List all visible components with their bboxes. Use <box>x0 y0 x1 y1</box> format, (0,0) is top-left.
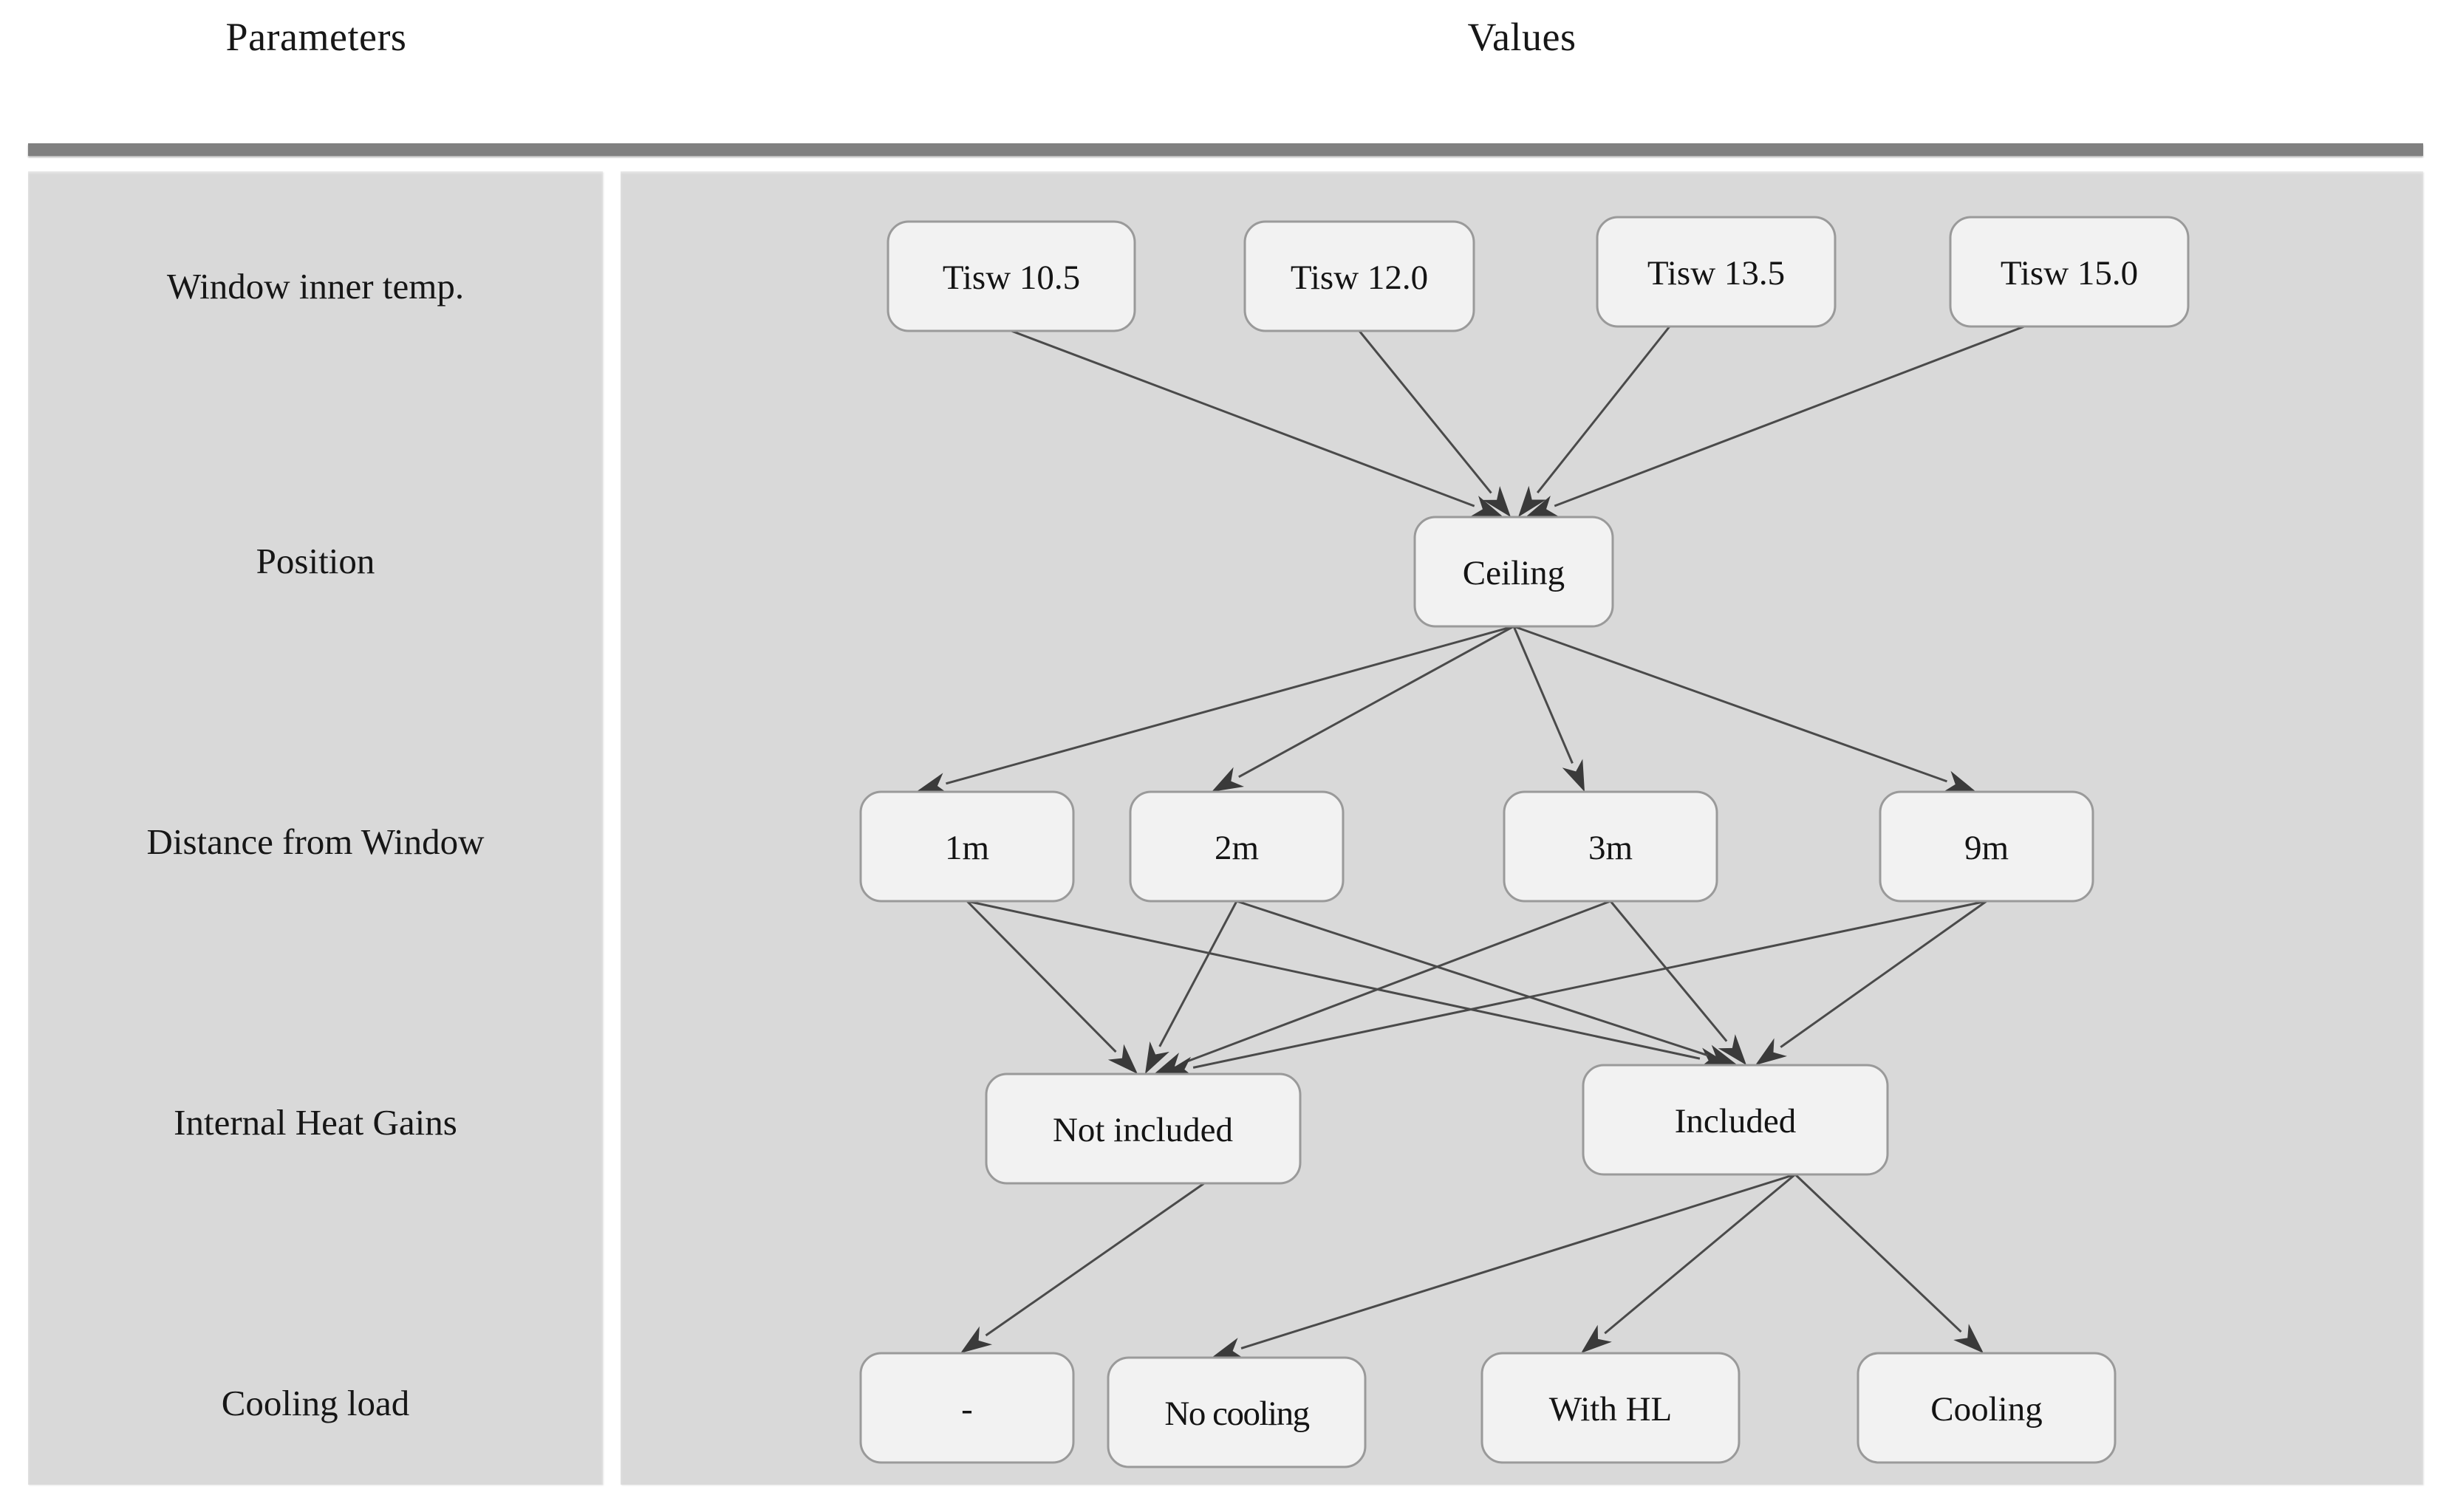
arrowhead-dist-2m-to-included <box>1704 1044 1738 1067</box>
arrowhead-included-to-cooling <box>1953 1324 1984 1353</box>
edge-ceiling-to-dist-3m <box>1512 626 1574 764</box>
node-no-cooling[interactable]: No cooling <box>1107 1356 1367 1468</box>
arrowhead-dist-1m-to-not-included <box>1107 1044 1138 1074</box>
node-dist-1m[interactable]: 1m <box>859 790 1075 903</box>
node-box[interactable] <box>859 1352 1075 1464</box>
edge-dist-3m-to-not-included <box>1182 900 1611 1064</box>
parameter-label-window-inner-temp: Window inner temp. <box>166 266 465 307</box>
node-label: Tisw 12.0 <box>1291 259 1428 297</box>
node-included[interactable]: Included <box>1582 1064 1889 1176</box>
edge-tisw-13-5-to-ceiling <box>1536 326 1671 494</box>
parameters-panel: Window inner temp. Position Distance fro… <box>28 171 603 1485</box>
header-separator-bar <box>28 143 2423 156</box>
edge-dist-9m-to-not-included <box>1192 900 1987 1069</box>
arrowhead-tisw-15-0-to-ceiling <box>1526 495 1559 517</box>
edge-included-to-cooling <box>1794 1173 1962 1333</box>
node-not-included[interactable]: Not included <box>985 1073 1302 1185</box>
node-label: Tisw 15.0 <box>2001 254 2138 293</box>
node-box[interactable] <box>1413 516 1614 628</box>
arrowhead-ceiling-to-dist-1m <box>916 773 949 795</box>
node-label: Not included <box>1053 1111 1233 1149</box>
node-box[interactable] <box>1480 1352 1741 1464</box>
arrowhead-ceiling-to-dist-3m <box>1562 759 1585 792</box>
edge-dist-2m-to-not-included <box>1158 900 1238 1047</box>
parameter-label-position: Position <box>256 541 375 581</box>
edge-not-included-to-dash <box>985 1182 1205 1337</box>
node-box[interactable] <box>1582 1064 1889 1176</box>
edge-dist-2m-to-included <box>1236 900 1709 1057</box>
node-label: Tisw 10.5 <box>943 259 1080 297</box>
node-label: 3m <box>1588 829 1633 867</box>
node-with-hl[interactable]: With HL <box>1480 1352 1741 1464</box>
header-row: Parameters Values <box>0 0 2449 118</box>
edge-ceiling-to-dist-2m <box>1238 625 1514 779</box>
node-box[interactable] <box>1949 216 2190 328</box>
parameter-label-cooling-load: Cooling load <box>221 1383 410 1423</box>
node-box[interactable] <box>859 790 1075 903</box>
flow-diagram: Tisw 10.5 Tisw 12.0 Tisw 13.5 Tisw 15.0 … <box>859 216 2190 1468</box>
parameter-label-distance-from-window: Distance from Window <box>146 821 485 862</box>
node-label: Cooling <box>1930 1390 2042 1429</box>
edge-dist-1m-to-included <box>966 900 1701 1060</box>
node-box[interactable] <box>1503 790 1718 903</box>
node-dist-2m[interactable]: 2m <box>1129 790 1345 903</box>
node-box[interactable] <box>1129 790 1345 903</box>
node-label: Tisw 13.5 <box>1647 254 1785 293</box>
node-label: 1m <box>945 829 989 867</box>
arrowhead-not-included-to-dash <box>960 1326 993 1353</box>
node-box[interactable] <box>1107 1356 1367 1468</box>
node-ceiling[interactable]: Ceiling <box>1413 516 1614 628</box>
edges-layer <box>916 325 2025 1359</box>
arrowhead-ceiling-to-dist-9m <box>1943 770 1976 792</box>
node-label: 9m <box>1964 829 2009 867</box>
node-tisw-12-0[interactable]: Tisw 12.0 <box>1243 220 1475 332</box>
node-box[interactable] <box>1879 790 2094 903</box>
arrowhead-included-to-with-hl <box>1581 1324 1612 1353</box>
edge-included-to-with-hl <box>1604 1173 1796 1335</box>
node-label: 2m <box>1215 829 1259 867</box>
edge-ceiling-to-dist-1m <box>946 625 1514 785</box>
arrowhead-tisw-12-0-to-ceiling <box>1482 485 1511 517</box>
arrowhead-ceiling-to-dist-2m <box>1212 767 1245 792</box>
node-tisw-13-5[interactable]: Tisw 13.5 <box>1596 216 1837 328</box>
parameter-label-internal-heat-gains: Internal Heat Gains <box>174 1102 457 1143</box>
arrowhead-tisw-13-5-to-ceiling <box>1518 485 1546 517</box>
edge-ceiling-to-dist-9m <box>1513 625 1947 783</box>
node-box[interactable] <box>1596 216 1837 328</box>
node-label: With HL <box>1549 1390 1673 1429</box>
edge-included-to-no-cooling <box>1240 1173 1796 1349</box>
edge-dist-3m-to-included <box>1609 900 1728 1042</box>
edge-tisw-10-5-to-ceiling <box>1011 329 1475 507</box>
node-tisw-10-5[interactable]: Tisw 10.5 <box>887 220 1136 332</box>
node-label: Included <box>1675 1102 1796 1140</box>
column-header-parameters: Parameters <box>225 15 407 59</box>
edge-tisw-12-0-to-ceiling <box>1358 330 1492 494</box>
edge-dist-9m-to-included <box>1780 900 1987 1048</box>
arrowhead-dist-2m-to-not-included <box>1145 1041 1169 1074</box>
node-box[interactable] <box>985 1073 1302 1185</box>
edge-tisw-15-0-to-ceiling <box>1554 325 2025 507</box>
node-dist-9m[interactable]: 9m <box>1879 790 2094 903</box>
node-label: No cooling <box>1164 1395 1309 1433</box>
node-box[interactable] <box>887 220 1136 332</box>
node-dist-3m[interactable]: 3m <box>1503 790 1718 903</box>
node-tisw-15-0[interactable]: Tisw 15.0 <box>1949 216 2190 328</box>
arrowhead-included-to-no-cooling <box>1212 1338 1245 1359</box>
column-header-values: Values <box>1467 15 1577 59</box>
node-box[interactable] <box>1243 220 1475 332</box>
node-dash[interactable]: - <box>859 1352 1075 1464</box>
arrowhead-dist-9m-to-included <box>1755 1038 1787 1065</box>
arrowhead-tisw-10-5-to-ceiling <box>1470 496 1503 517</box>
arrowhead-dist-3m-to-included <box>1718 1034 1746 1065</box>
node-box[interactable] <box>1857 1352 2117 1464</box>
node-cooling[interactable]: Cooling <box>1857 1352 2117 1464</box>
node-label: Ceiling <box>1463 554 1565 592</box>
edge-dist-1m-to-not-included <box>966 900 1117 1053</box>
node-label: - <box>961 1390 973 1429</box>
